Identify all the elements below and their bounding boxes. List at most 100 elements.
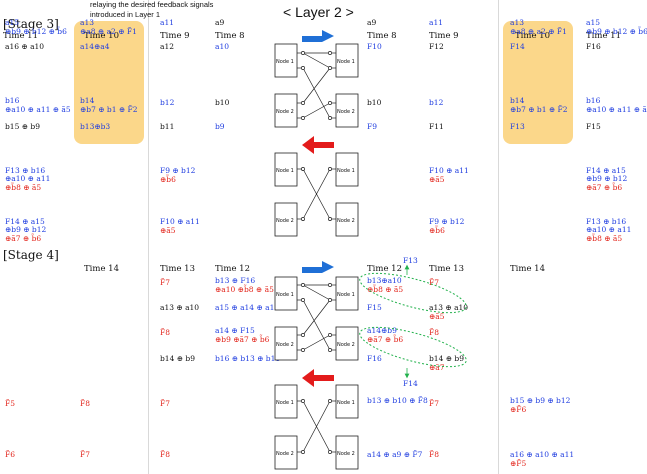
- stage3-time-col6: Time 9: [429, 31, 459, 41]
- equation-cell: b13⊕b3: [80, 122, 111, 131]
- equation-cell: ⊕b9 ⊕ b12 ⊕ b̃6: [5, 27, 67, 36]
- equation-cell: b11: [160, 122, 175, 131]
- equation-cell: F̃6: [5, 450, 15, 459]
- equation-cell: ⊕b9 ⊕ b12: [5, 225, 47, 234]
- stage3-label: [Stage 3]: [3, 17, 59, 31]
- equation-cell: b15 ⊕ b9 ⊕ b12: [510, 396, 571, 405]
- layer-title: < Layer 2 >: [283, 4, 354, 20]
- svg-text:Node 1: Node 1: [276, 400, 294, 406]
- equation-cell: F15: [367, 303, 382, 312]
- svg-text:Node 1: Node 1: [276, 292, 294, 298]
- forward-arrow-icon: [302, 30, 334, 42]
- equation-cell: F̃8: [160, 328, 170, 337]
- equation-cell: F̃8: [80, 399, 90, 408]
- node-box-right-1: [335, 43, 359, 78]
- stage3-time-col4: Time 8: [215, 31, 245, 41]
- highlight-time10-right: [503, 21, 573, 144]
- equation-cell: b10: [367, 98, 382, 107]
- equation-cell: ⊕a10 ⊕b̃8 ⊕ ã5: [215, 285, 274, 294]
- equation-cell: b13⊕a10: [367, 276, 402, 285]
- stage4-time-col2: Time 14: [84, 264, 119, 274]
- relay-group-2: Node 1 Node 2 Node 1 Node 2: [274, 136, 359, 237]
- svg-text:Node 2: Node 2: [276, 218, 294, 224]
- svg-text:Node 2: Node 2: [337, 342, 355, 348]
- equation-cell: b14: [80, 96, 95, 105]
- equation-cell: F11: [429, 122, 444, 131]
- stage4-time-col3: Time 13: [160, 264, 195, 274]
- equation-cell: ⊕b9 ⊕ã7 ⊕ b̃6: [215, 335, 270, 344]
- equation-cell: a11: [160, 18, 175, 27]
- equation-cell: ⊕b̃6: [429, 226, 445, 235]
- equation-cell: a11: [429, 18, 444, 27]
- stage4-label: [Stage 4]: [3, 248, 59, 262]
- equation-cell: F14 ⊕ a15: [5, 217, 45, 226]
- equation-cell: ⊕b̃8 ⊕ ã5: [367, 285, 404, 294]
- equation-cell: ⊕b̃8 ⊕ ã5: [5, 183, 42, 192]
- equation-cell: ⊕ã5: [160, 226, 176, 235]
- equation-cell: b14 ⊕ b9: [429, 354, 464, 363]
- equation-cell: F9: [367, 122, 377, 131]
- equation-cell: F13: [510, 122, 525, 131]
- equation-cell: a14⊕a4: [80, 42, 110, 51]
- svg-text:Node 1: Node 1: [276, 168, 294, 174]
- stage3-time-col8: Time 11: [586, 31, 621, 41]
- equation-cell: ⊕ã7 ⊕ b̃6: [5, 234, 42, 243]
- equation-cell: F14 ⊕ a15: [586, 166, 626, 175]
- equation-cell: ⊕a10 ⊕ a11: [586, 225, 632, 234]
- equation-cell: ⊕a8 ⊕ a2 ⊕ F̃1: [80, 27, 137, 36]
- equation-cell: a12: [160, 42, 175, 51]
- f13-annotation: F13: [403, 256, 418, 265]
- equation-cell: ⊕ã7 ⊕ b̃6: [367, 335, 404, 344]
- equation-cell: F15: [586, 122, 601, 131]
- equation-cell: b15 ⊕ b9: [5, 122, 40, 131]
- equation-cell: F̃7: [160, 399, 170, 408]
- equation-cell: ⊕ã7: [429, 363, 445, 372]
- equation-cell: b13 ⊕ F16: [215, 276, 256, 285]
- stage4-time-col4: Time 12: [215, 264, 250, 274]
- stage4-time-col5: Time 12: [367, 264, 402, 274]
- equation-cell: F̃8: [429, 328, 439, 337]
- stage3-time-col5: Time 8: [367, 31, 397, 41]
- equation-cell: F̃7: [160, 278, 170, 287]
- node-label-r2: Node 2: [337, 109, 355, 115]
- equation-cell: a13: [80, 18, 95, 27]
- svg-text:Node 1: Node 1: [337, 292, 355, 298]
- equation-cell: F13 ⊕ b16: [5, 166, 46, 175]
- equation-cell: ⊕b̃8 ⊕ ã5: [586, 234, 623, 243]
- svg-text:Node 1: Node 1: [337, 168, 355, 174]
- forward-arrow-icon-2: [302, 261, 334, 273]
- stage3-time-col1: Time 11: [3, 31, 38, 41]
- f14-annotation: F14: [403, 379, 418, 388]
- svg-text:Node 2: Node 2: [337, 451, 355, 457]
- equation-cell: a9: [215, 18, 225, 27]
- equation-cell: F9 ⊕ b12: [160, 166, 196, 175]
- equation-cell: b13 ⊕ b10 ⊕ F̃8: [367, 396, 428, 405]
- equation-cell: a10: [215, 42, 230, 51]
- equation-cell: ⊕F̃6: [510, 405, 527, 414]
- backward-arrow-icon-2: [302, 369, 334, 387]
- stage3-time-col2: Time 10: [84, 31, 119, 41]
- equation-cell: F̃7: [429, 278, 439, 287]
- equation-cell: ⊕a10 ⊕ a11 ⊕ ã5: [586, 105, 647, 114]
- equation-cell: ⊕a10 ⊕ a11 ⊕ ã5: [5, 105, 71, 114]
- equation-cell: F14: [510, 42, 525, 51]
- equation-cell: a13 ⊕ a10: [160, 303, 200, 312]
- stage4-time-col6: Time 13: [429, 264, 464, 274]
- equation-cell: F̃5: [5, 399, 15, 408]
- equation-cell: ⊕ã5: [429, 175, 445, 184]
- equation-cell: a13 ⊕ a10: [429, 303, 469, 312]
- equation-cell: F10 ⊕ a11: [160, 217, 200, 226]
- equation-cell: ⊕b9 ⊕ b12 ⊕ b̃6: [586, 27, 647, 36]
- header-note-line2: introduced in Layer 1: [90, 10, 161, 19]
- svg-text:Node 2: Node 2: [276, 451, 294, 457]
- relay-group-3: Node 1 Node 2 Node 1 Node 2: [274, 261, 359, 361]
- stage3-time-col3: Time 9: [160, 31, 190, 41]
- equation-cell: a14⊕b9: [367, 326, 397, 335]
- equation-cell: b16: [586, 96, 601, 105]
- equation-cell: b14: [510, 96, 525, 105]
- node-box-left-2: [274, 93, 298, 128]
- equation-cell: a14 ⊕ a9 ⊕ F̃7: [367, 450, 423, 459]
- stage4-time-col7: Time 14: [510, 264, 545, 274]
- relay-group-1: Node 1 Node 2 Node 1 Node 2: [274, 30, 359, 128]
- equation-cell: ⊕ã5: [429, 312, 445, 321]
